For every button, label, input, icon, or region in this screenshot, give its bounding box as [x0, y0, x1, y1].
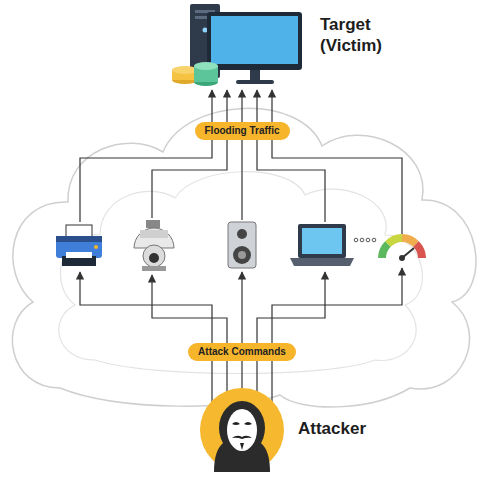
- target-box: Target (Victim): [168, 2, 458, 90]
- cloud-outline: [12, 108, 476, 407]
- connector-arrow: [241, 361, 242, 388]
- flooding-lines: [80, 90, 402, 234]
- computer-icon: [172, 4, 302, 86]
- node-label: Attack Commands: [198, 346, 286, 358]
- node-label: Attacker: [298, 419, 366, 439]
- camera-icon: [134, 220, 174, 271]
- gauge-icon: [382, 238, 422, 261]
- attack-commands-pill: Attack Commands: [188, 343, 296, 361]
- mask-moustache: [232, 436, 252, 439]
- attacker-avatar: [200, 388, 284, 472]
- mask-eye: [232, 422, 240, 425]
- avatar-hood: [219, 401, 265, 455]
- cloud-inner-outline: [59, 172, 423, 374]
- avatar-disc: [200, 388, 284, 472]
- node-label: Flooding Traffic: [205, 125, 280, 137]
- speaker-icon: [228, 222, 256, 268]
- flooding-traffic-pill: Flooding Traffic: [195, 122, 290, 140]
- connector-arrow: [241, 90, 242, 122]
- node-label: Target (Victim): [320, 14, 420, 57]
- mask-goatee: [240, 443, 244, 450]
- laptop-icon: [290, 224, 354, 266]
- mask-face: [227, 409, 257, 451]
- attacker-circle: Attacker: [200, 388, 284, 472]
- command-lines: [80, 268, 402, 405]
- mask-eye: [244, 422, 252, 425]
- ellipsis-dots: [354, 238, 376, 242]
- printer-icon: [56, 225, 102, 266]
